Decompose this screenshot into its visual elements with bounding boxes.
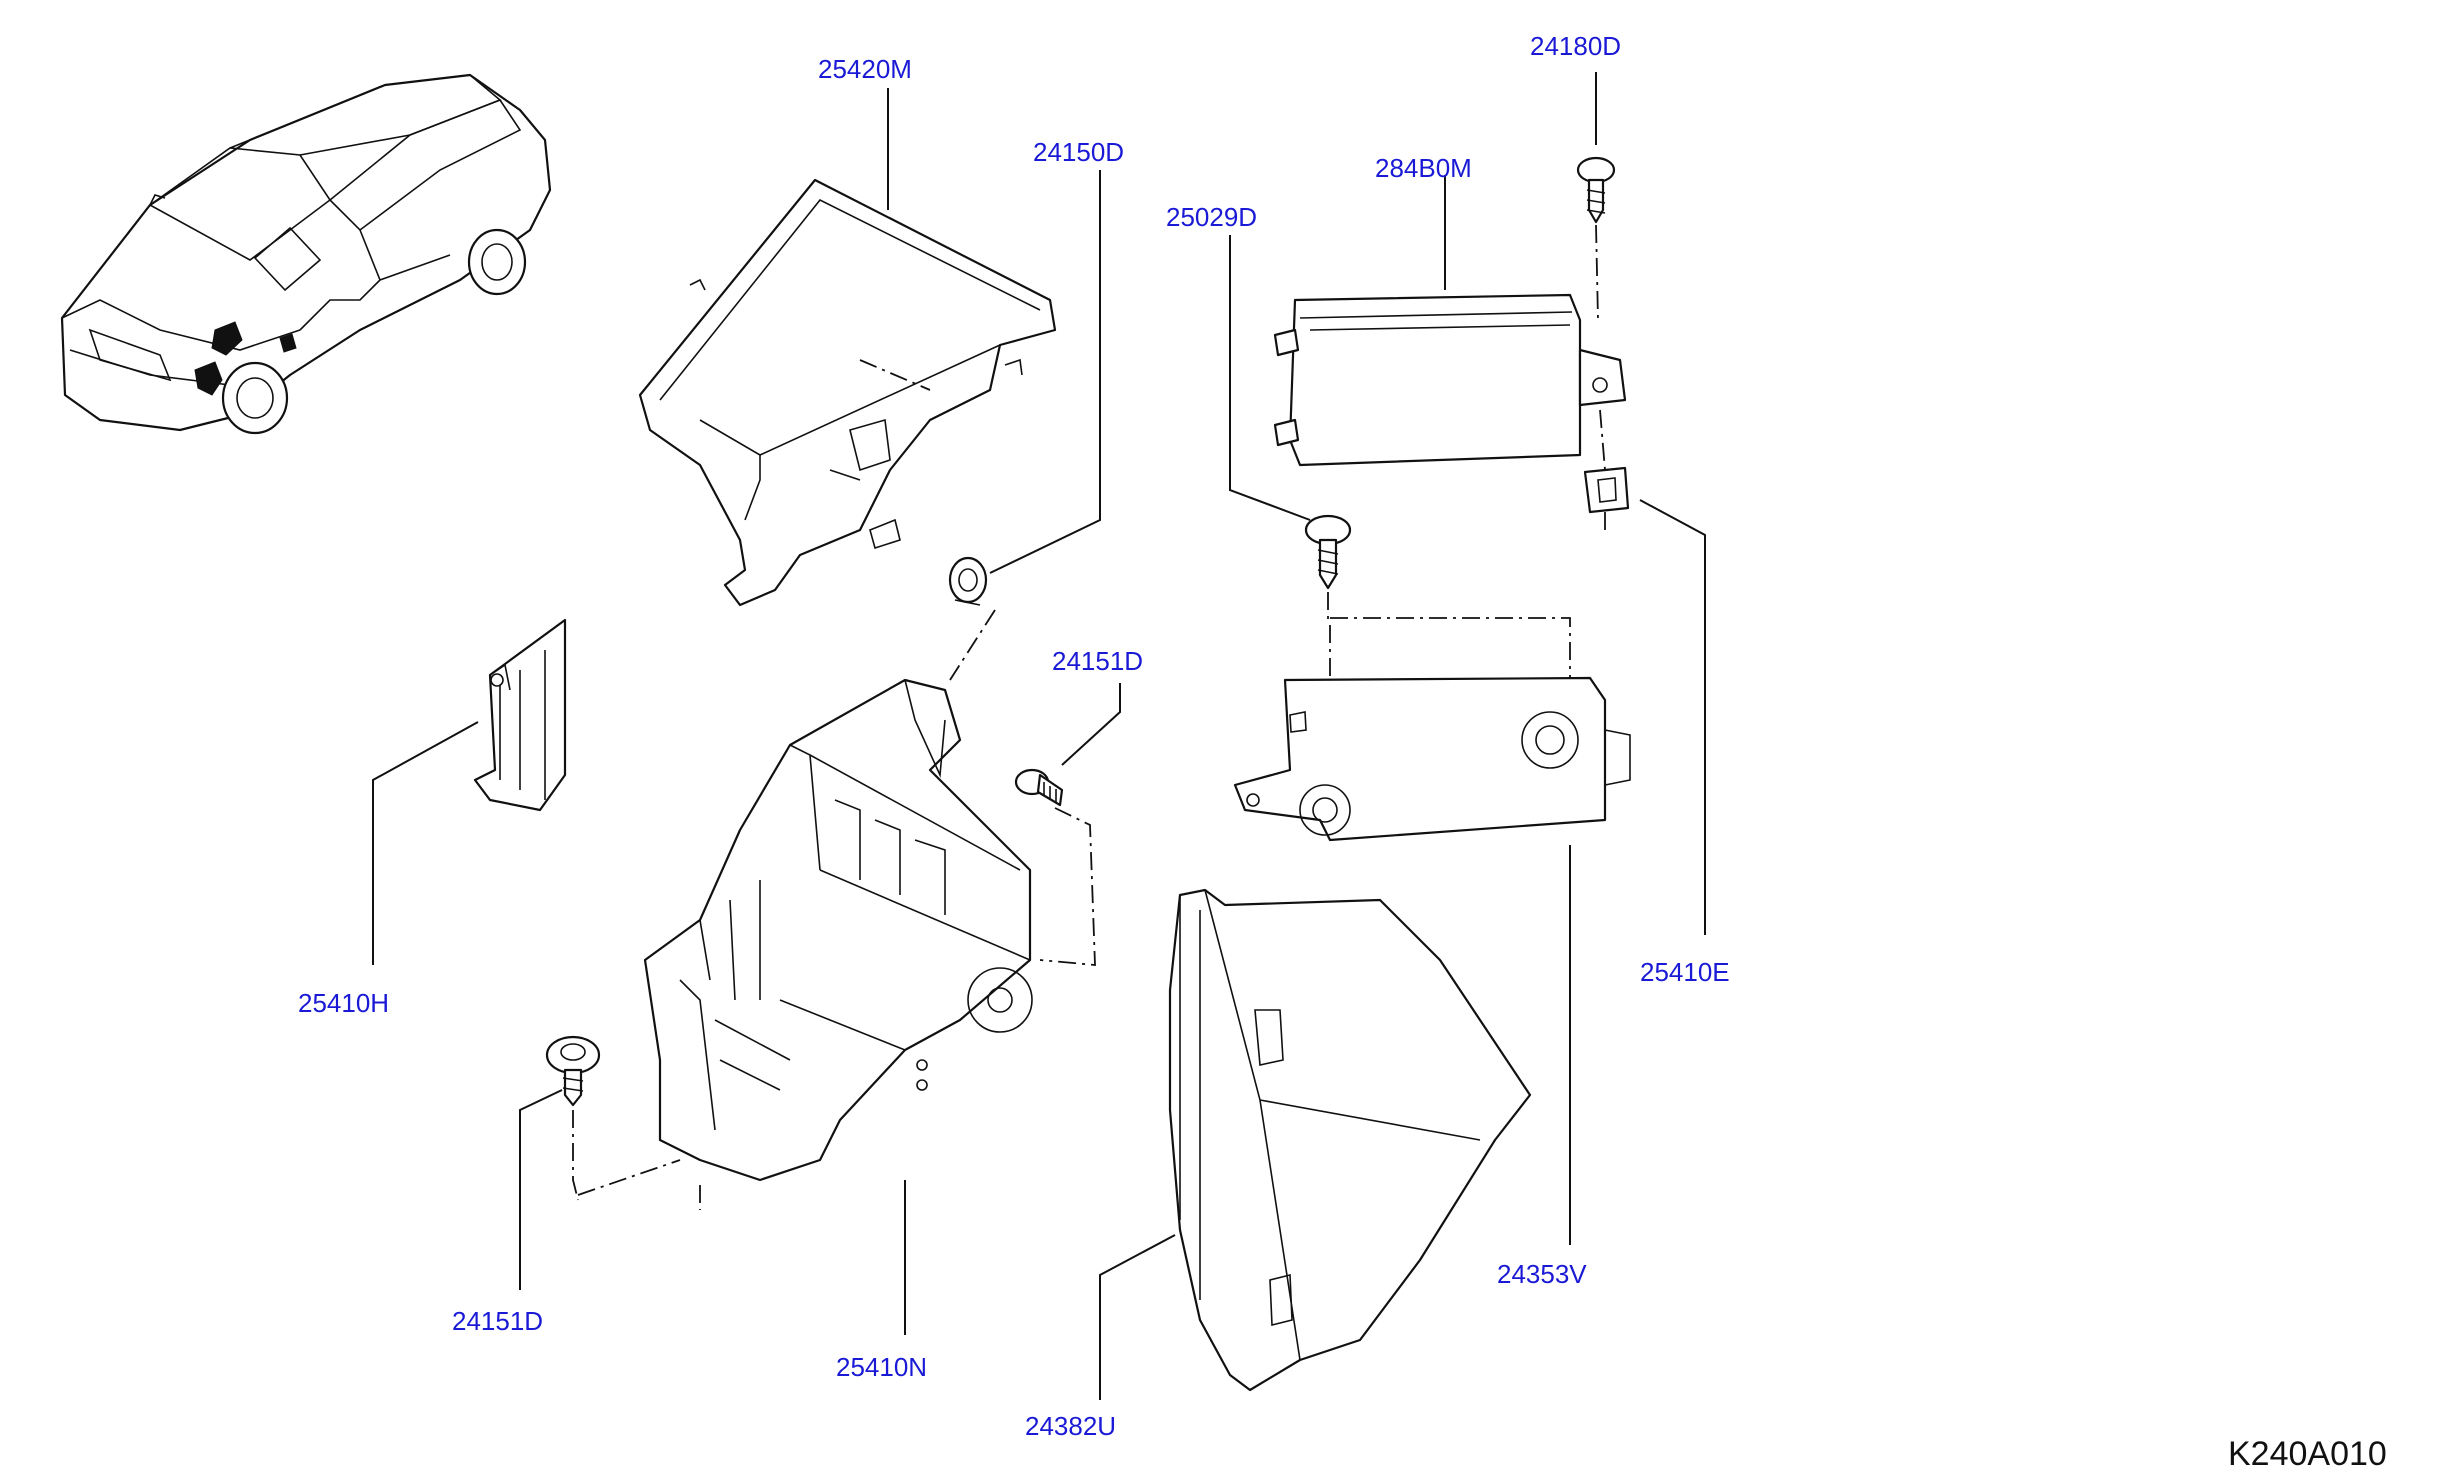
part-label-24180d[interactable]: 24180D xyxy=(1530,31,1621,61)
part-24353v-plate xyxy=(1233,676,1631,842)
part-label-24151d-upper[interactable]: 24151D xyxy=(1052,646,1143,676)
part-25410e-clip-nut xyxy=(1583,466,1630,514)
diagram-code: K240A010 xyxy=(2228,1435,2387,1473)
part-label-25410e[interactable]: 25410E xyxy=(1640,957,1730,987)
part-label-284b0m[interactable]: 284B0M xyxy=(1375,153,1472,183)
part-label-25410h[interactable]: 25410H xyxy=(298,988,389,1018)
part-label-24151d-lower[interactable]: 24151D xyxy=(452,1306,543,1336)
assembly-dash-lines xyxy=(572,224,1606,1210)
part-25420m-cover xyxy=(638,178,1057,607)
part-24150d-clip xyxy=(948,556,988,606)
part-label-24150d[interactable]: 24150D xyxy=(1033,137,1124,167)
part-25410n-battery-tray xyxy=(643,678,1033,1182)
part-label-25029d[interactable]: 25029D xyxy=(1166,202,1257,232)
part-24180d-screw xyxy=(1576,156,1616,224)
part-number-labels: 25420M 24150D 24180D 284B0M 25029D 24151… xyxy=(298,31,1730,1441)
part-label-24353v[interactable]: 24353V xyxy=(1497,1259,1587,1289)
part-25410h-bracket xyxy=(473,618,567,812)
part-label-25410n[interactable]: 25410N xyxy=(836,1352,927,1382)
part-24151d-lower-bolt xyxy=(545,1035,601,1107)
part-label-25420m[interactable]: 25420M xyxy=(818,54,912,84)
vehicle-locator-illustration xyxy=(60,73,552,435)
part-25029d-screw xyxy=(1304,514,1352,590)
part-284b0m-module xyxy=(1273,293,1627,467)
part-24151d-upper-bolt xyxy=(1014,768,1064,807)
part-label-24382u[interactable]: 24382U xyxy=(1025,1411,1116,1441)
leader-lines xyxy=(372,72,1706,1400)
part-24382u-battery-cover xyxy=(1168,888,1532,1392)
